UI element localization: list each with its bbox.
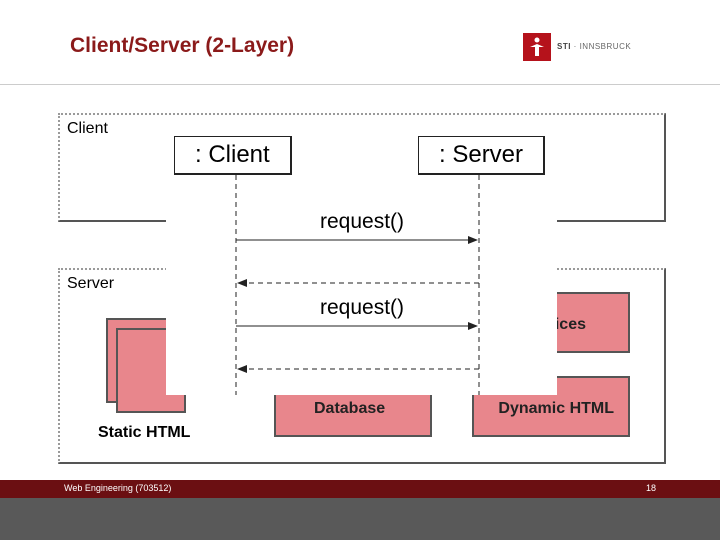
footer-course: Web Engineering (703512) xyxy=(64,483,172,493)
footer-bar: Web Engineering (703512) 18 xyxy=(0,480,720,498)
dynamic-html-label: Dynamic HTML xyxy=(498,400,614,417)
footer-page-number: 18 xyxy=(645,483,656,493)
logo-brand: STI xyxy=(557,42,571,51)
logo-wordmark: STI · INNSBRUCK xyxy=(557,42,631,51)
server-layer-label: Server xyxy=(67,275,115,292)
sequence-lines xyxy=(235,175,480,395)
logo-separator: · xyxy=(570,42,580,51)
static-html-label: Static HTML xyxy=(98,424,191,441)
message-label-1: request() xyxy=(320,210,405,233)
title-divider xyxy=(0,84,720,85)
message-label-2: request() xyxy=(320,296,405,319)
logo-location: INNSBRUCK xyxy=(579,42,632,51)
sequence-diagram: : Client : Server request() request() xyxy=(166,133,557,395)
footer-base xyxy=(0,498,720,540)
database-label: Database xyxy=(314,400,386,417)
slide-title: Client/Server (2-Layer) xyxy=(70,34,295,57)
server-lifeline-head: : Server xyxy=(418,136,546,175)
client-layer-label: Client xyxy=(67,120,108,137)
sti-logo-icon xyxy=(523,33,551,61)
client-lifeline-head: : Client xyxy=(174,136,292,175)
